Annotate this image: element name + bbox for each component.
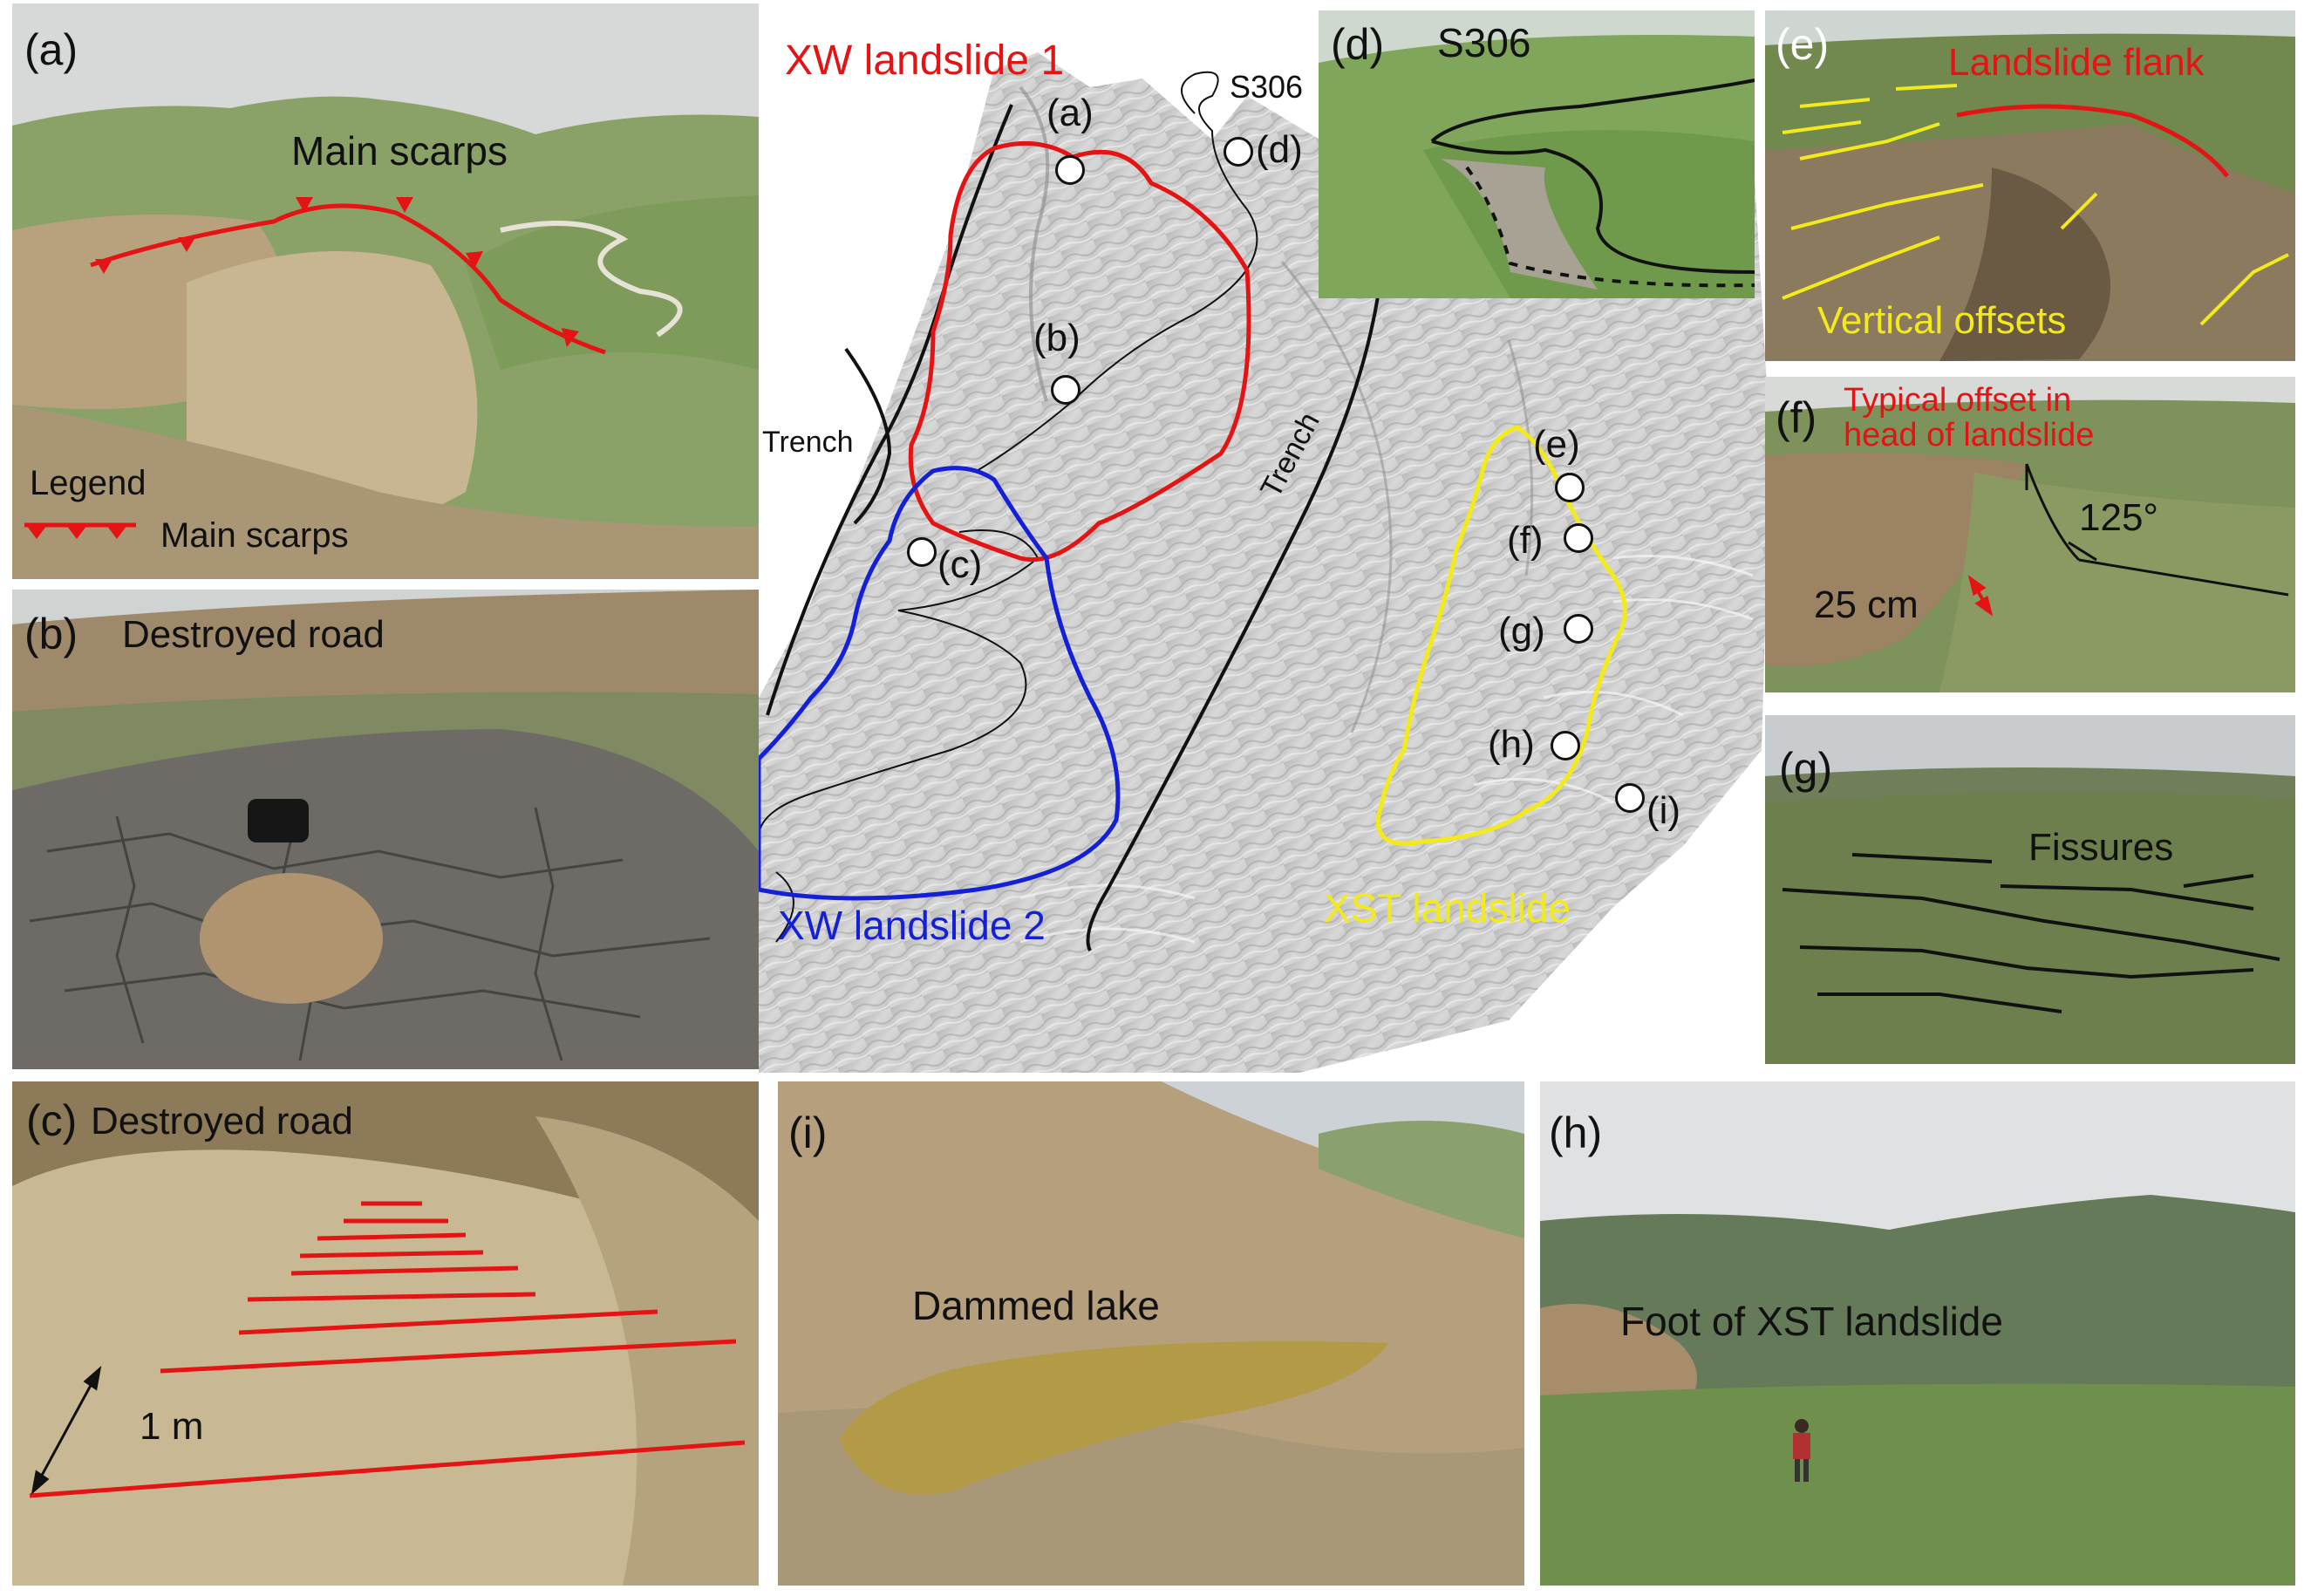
offset-line <box>160 1339 737 1374</box>
marker-e <box>1555 473 1585 502</box>
marker-d-label: (d) <box>1256 128 1303 171</box>
panel-i-tag: (i) <box>788 1108 828 1157</box>
panel-h-tag: (h) <box>1549 1108 1603 1157</box>
photo-a-scene <box>12 3 759 579</box>
offset-line <box>317 1232 467 1241</box>
main-scarps-line-a <box>90 203 606 355</box>
panel-f-tag: (f) <box>1776 393 1817 442</box>
landslide2-outline <box>759 466 1121 901</box>
marker-h <box>1551 731 1580 760</box>
photo-c-scene <box>12 1081 759 1586</box>
marker-a-label: (a) <box>1046 92 1094 134</box>
panel-d-title: S306 <box>1437 20 1531 65</box>
marker-d <box>1224 137 1253 167</box>
marker-b-label: (b) <box>1033 317 1080 359</box>
photo-e-scene <box>1765 10 2295 361</box>
photo-panel-d: (d) S306 <box>1319 10 1755 298</box>
landslide1-label: XW landslide 1 <box>785 38 1065 84</box>
photo-panel-e: (e) Landslide flank Vertical offsets <box>1765 10 2295 361</box>
marker-e-label: (e) <box>1533 423 1580 466</box>
marker-g-label: (g) <box>1498 610 1545 652</box>
photo-h-scene <box>1540 1081 2295 1586</box>
offset-line <box>290 1265 519 1276</box>
panel-i-title: Dammed lake <box>912 1283 1160 1328</box>
fissure-lines <box>1782 853 2280 1013</box>
road-s306-label: S306 <box>1230 69 1304 105</box>
landslide1-outline <box>908 140 1251 563</box>
photo-panel-i: (i) Dammed lake <box>778 1081 1524 1586</box>
photo-panel-g: (g) Fissures <box>1765 715 2295 1064</box>
marker-f <box>1564 523 1593 553</box>
offset-line <box>29 1440 746 1498</box>
photo-i-scene <box>778 1081 1524 1586</box>
panel-c-title: Destroyed road <box>91 1100 353 1142</box>
landslide-flank-line <box>1956 104 2229 178</box>
panel-a-legend-title: Legend <box>30 464 147 502</box>
marker-c-label: (c) <box>937 543 983 586</box>
panel-g-tag: (g) <box>1779 744 1833 793</box>
trench-left-label: Trench <box>762 426 854 459</box>
panel-d-tag: (d) <box>1331 20 1385 69</box>
trench-right-line <box>1086 296 1380 951</box>
panel-b-title: Destroyed road <box>122 613 385 656</box>
photo-d-scene <box>1319 10 1755 298</box>
panel-h-title: Foot of XST landslide <box>1620 1299 2003 1344</box>
person-figure <box>1793 1419 1810 1482</box>
photo-panel-c: (c) Destroyed road 1 m <box>12 1081 759 1586</box>
marker-i <box>1615 783 1645 813</box>
boulder <box>200 873 383 1004</box>
marker-i-label: (i) <box>1646 789 1681 832</box>
photo-b-scene <box>12 590 759 1069</box>
trench-left-line <box>766 104 1013 716</box>
panel-f-offset: 25 cm <box>1814 583 1919 626</box>
panel-b-tag: (b) <box>24 610 78 658</box>
camera-bag <box>248 799 309 842</box>
marker-f-label: (f) <box>1507 519 1544 562</box>
offset-line <box>299 1250 484 1258</box>
angle-line-1 <box>2025 463 2081 562</box>
panel-f-title-1: Typical offset in <box>1844 382 2072 419</box>
angle-line-2 <box>2078 558 2289 597</box>
panel-f-title-2: head of landslide <box>1844 417 2095 454</box>
marker-a <box>1055 155 1085 185</box>
photo-panel-f: (f) Typical offset in head of landslide … <box>1765 377 2295 692</box>
photo-panel-b: (b) Destroyed road <box>12 590 759 1069</box>
hillshade-map-graphic <box>759 52 1770 1073</box>
panel-a-title: Main scarps <box>291 128 508 174</box>
panel-a-tag: (a) <box>24 25 78 74</box>
road-line-d <box>1430 78 1755 143</box>
photo-panel-h: (h) Foot of XST landslide <box>1540 1081 2295 1586</box>
marker-c <box>907 537 937 567</box>
landslide2-label: XW landslide 2 <box>778 903 1046 948</box>
panel-c-tag: (c) <box>26 1096 78 1145</box>
marker-h-label: (h) <box>1488 723 1535 766</box>
dammed-lake-water <box>839 1341 1388 1495</box>
marker-b <box>1051 375 1080 405</box>
panel-g-title: Fissures <box>2028 826 2174 869</box>
panel-e-offsets: Vertical offsets <box>1817 299 2067 342</box>
measure-arrow <box>31 1366 102 1495</box>
panel-a-legend-item: Main scarps <box>160 516 349 555</box>
xst-landslide-outline <box>1375 425 1627 846</box>
photo-g-scene <box>1765 715 2295 1064</box>
panel-f-angle: 125° <box>2079 496 2159 539</box>
offset-arrow <box>1967 575 1994 617</box>
panel-e-tag: (e) <box>1776 20 1830 69</box>
hillshade-map: XW landslide 1 XW landslide 2 XST landsl… <box>759 35 1770 1073</box>
offset-line <box>247 1292 536 1302</box>
panel-e-flank: Landslide flank <box>1948 41 2205 84</box>
photo-panel-a: (a) Main scarps Legend Main scarps <box>12 3 759 579</box>
offset-line <box>238 1309 658 1335</box>
xst-landslide-label: XST landslide <box>1324 885 1571 931</box>
marker-g <box>1564 614 1593 644</box>
panel-c-measure: 1 m <box>140 1405 204 1448</box>
photo-f-scene <box>1765 377 2295 692</box>
